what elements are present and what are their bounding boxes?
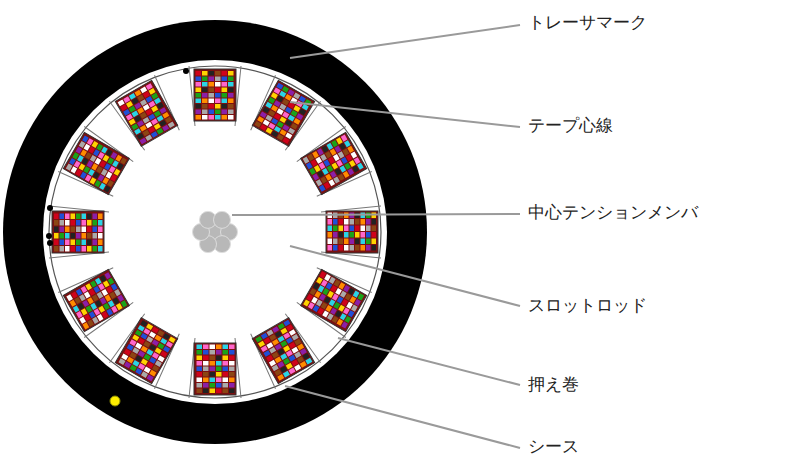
binding-tape	[49, 66, 381, 398]
leader-lines	[232, 25, 520, 448]
part-label: スロットロッド	[528, 295, 647, 315]
tension-member	[193, 211, 238, 252]
part-label: 押え巻	[528, 374, 579, 394]
part-label: 中心テンションメンバ	[528, 202, 698, 222]
part-label: シース	[528, 436, 579, 456]
part-label: テープ心線	[528, 115, 613, 135]
sheath	[3, 20, 427, 444]
sheath-inner	[43, 60, 387, 404]
yellow-marker	[110, 396, 120, 406]
part-label: トレーサマーク	[528, 12, 647, 32]
tape-slots	[49, 66, 381, 398]
tracer-marks	[46, 60, 350, 392]
